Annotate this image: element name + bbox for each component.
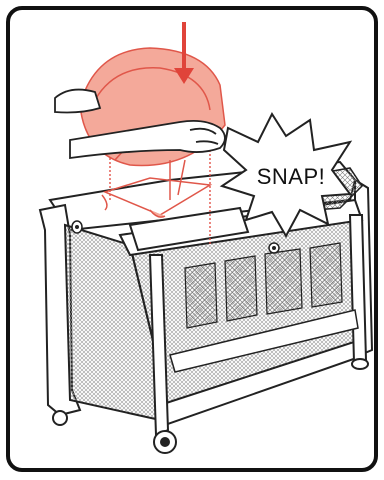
snap-callout-text: SNAP! <box>246 164 336 190</box>
emblem-right <box>269 243 279 253</box>
playard-illustration <box>10 10 378 472</box>
illustration-panel: SNAP! <box>6 6 378 472</box>
emblem-left <box>72 221 82 233</box>
